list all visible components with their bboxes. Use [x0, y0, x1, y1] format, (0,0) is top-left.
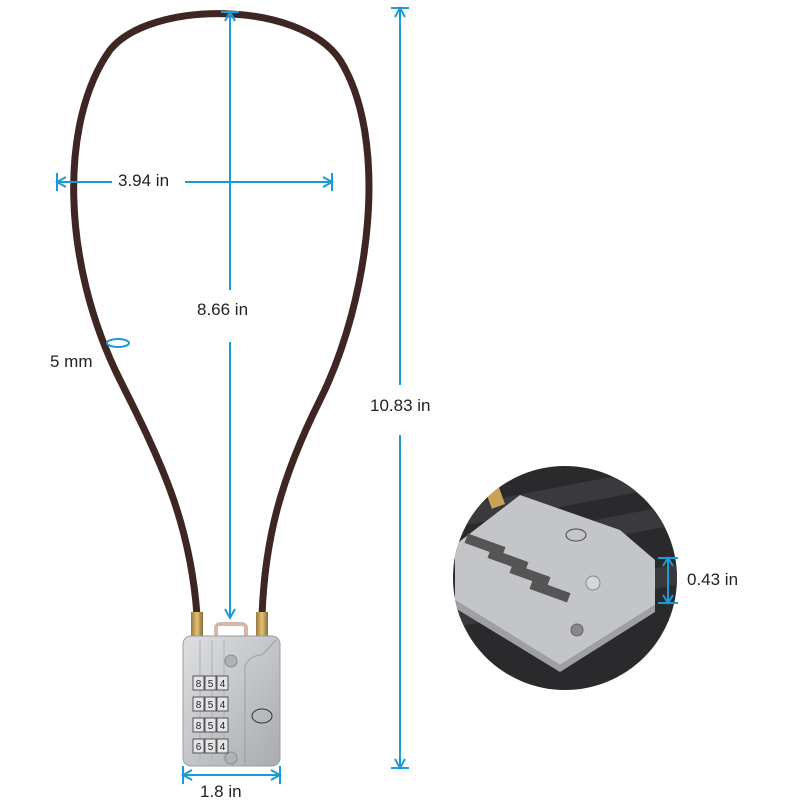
loop-height-label: 8.66 in	[195, 300, 251, 320]
dial-digit: 8	[196, 700, 202, 711]
dimension-lines	[54, 5, 678, 784]
dial-wheel	[192, 717, 205, 733]
dial-wheel	[204, 675, 217, 691]
dial-digit: 6	[196, 742, 202, 753]
total-length-label: 10.83 in	[368, 396, 433, 416]
dial-digit: 4	[220, 721, 226, 732]
dial-wheel	[204, 738, 217, 754]
closeup-inset	[453, 466, 677, 690]
dial-digit: 5	[208, 742, 214, 753]
dial-wheel	[216, 738, 229, 754]
lock-width-label: 1.8 in	[198, 782, 244, 800]
dial-digit: 4	[220, 700, 226, 711]
brand-logo	[251, 708, 273, 724]
dial-digit: 4	[220, 679, 226, 690]
cable-diameter-label: 5 mm	[48, 352, 95, 372]
dial-digit: 8	[196, 679, 202, 690]
cable-ferrule-right	[256, 612, 268, 638]
dial-wheel	[216, 696, 229, 712]
dial-wheel	[192, 738, 205, 754]
dial-digit: 4	[220, 742, 226, 753]
dial-wheel	[192, 696, 205, 712]
dial-wheel	[192, 675, 205, 691]
dial-digit: 8	[196, 721, 202, 732]
loop-width-label: 3.94 in	[116, 171, 172, 191]
cable-ferrule-left	[191, 612, 203, 638]
dial-digit: 5	[208, 679, 214, 690]
lock-thickness-label: 0.43 in	[685, 570, 741, 590]
cable-diameter-marker	[106, 338, 130, 348]
dial-wheel	[204, 696, 217, 712]
dial-digit: 5	[208, 700, 214, 711]
cable-loop	[70, 10, 373, 619]
dial-wheel	[216, 675, 229, 691]
dial-digit: 5	[208, 721, 214, 732]
dial-wheel	[204, 717, 217, 733]
dial-wheel	[216, 717, 229, 733]
